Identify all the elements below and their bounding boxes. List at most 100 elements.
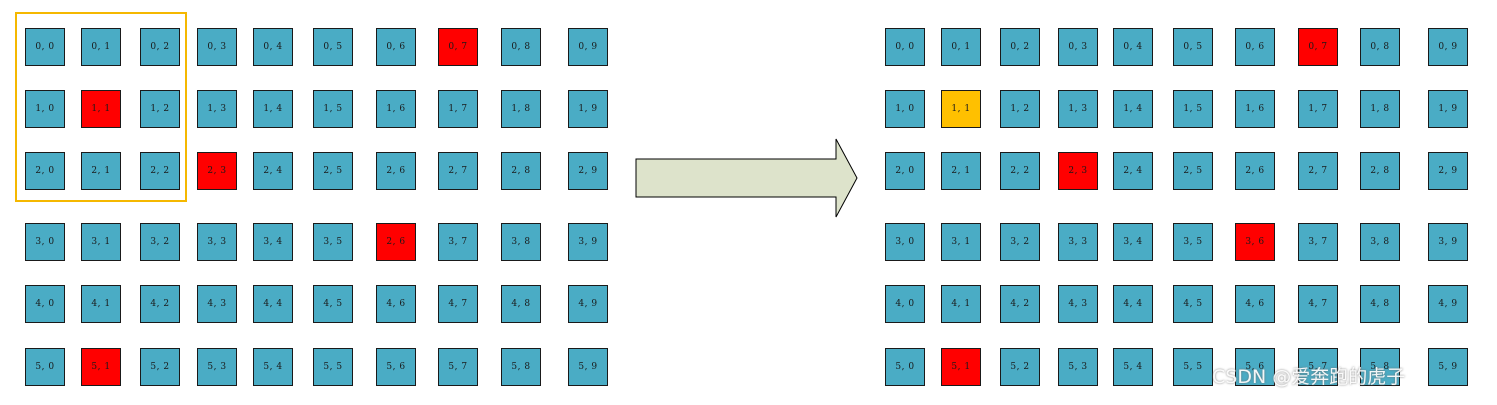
grid-cell-2-9: 2, 9 bbox=[568, 152, 608, 190]
grid-cell-1-5: 1, 5 bbox=[1173, 90, 1213, 128]
grid-cell-5-6: 5, 6 bbox=[376, 348, 416, 386]
grid-cell-2-8: 2, 8 bbox=[501, 152, 541, 190]
grid-cell-1-6: 1, 6 bbox=[376, 90, 416, 128]
grid-cell-0-4: 0, 4 bbox=[1113, 28, 1153, 66]
grid-cell-5-5: 5, 5 bbox=[313, 348, 353, 386]
grid-cell-5-4: 5, 4 bbox=[253, 348, 293, 386]
grid-cell-5-1: 5, 1 bbox=[941, 348, 981, 386]
grid-cell-3-3: 3, 3 bbox=[197, 223, 237, 261]
grid-cell-0-2: 0, 2 bbox=[1000, 28, 1040, 66]
grid-cell-3-0: 3, 0 bbox=[885, 223, 925, 261]
grid-cell-2-2: 2, 2 bbox=[140, 152, 180, 190]
grid-cell-1-4: 1, 4 bbox=[253, 90, 293, 128]
grid-cell-2-3: 2, 3 bbox=[197, 152, 237, 190]
grid-cell-0-8: 0, 8 bbox=[501, 28, 541, 66]
grid-cell-0-4: 0, 4 bbox=[253, 28, 293, 66]
grid-cell-2-2: 2, 2 bbox=[1000, 152, 1040, 190]
grid-cell-1-9: 1, 9 bbox=[1428, 90, 1468, 128]
grid-cell-2-0: 2, 0 bbox=[885, 152, 925, 190]
grid-cell-0-6: 0, 6 bbox=[376, 28, 416, 66]
grid-cell-0-0: 0, 0 bbox=[885, 28, 925, 66]
grid-cell-5-4: 5, 4 bbox=[1113, 348, 1153, 386]
grid-cell-0-1: 0, 1 bbox=[941, 28, 981, 66]
grid-cell-5-1: 5, 1 bbox=[81, 348, 121, 386]
watermark: CSDN @爱奔跑的虎子 bbox=[1212, 366, 1406, 388]
grid-cell-4-7: 4, 7 bbox=[1298, 285, 1338, 323]
grid-cell-4-2: 4, 2 bbox=[1000, 285, 1040, 323]
grid-cell-3-2: 3, 2 bbox=[1000, 223, 1040, 261]
grid-cell-1-5: 1, 5 bbox=[313, 90, 353, 128]
grid-cell-4-9: 4, 9 bbox=[1428, 285, 1468, 323]
grid-cell-0-3: 0, 3 bbox=[1058, 28, 1098, 66]
grid-cell-1-3: 1, 3 bbox=[1058, 90, 1098, 128]
grid-cell-2-5: 2, 5 bbox=[1173, 152, 1213, 190]
grid-cell-0-5: 0, 5 bbox=[313, 28, 353, 66]
grid-cell-4-8: 4, 8 bbox=[501, 285, 541, 323]
grid-cell-1-3: 1, 3 bbox=[197, 90, 237, 128]
grid-cell-3-9: 3, 9 bbox=[1428, 223, 1468, 261]
grid-cell-0-1: 0, 1 bbox=[81, 28, 121, 66]
grid-cell-5-0: 5, 0 bbox=[25, 348, 65, 386]
grid-cell-4-3: 4, 3 bbox=[197, 285, 237, 323]
grid-cell-2-7: 2, 7 bbox=[438, 152, 478, 190]
grid-cell-3-7: 3, 7 bbox=[438, 223, 478, 261]
grid-cell-5-7: 5, 7 bbox=[1298, 348, 1338, 386]
grid-cell-3-1: 3, 1 bbox=[81, 223, 121, 261]
grid-cell-1-6: 1, 6 bbox=[1235, 90, 1275, 128]
grid-cell-3-2: 3, 2 bbox=[140, 223, 180, 261]
grid-cell-1-8: 1, 8 bbox=[501, 90, 541, 128]
neighborhood-highlight-box bbox=[15, 12, 187, 202]
grid-cell-1-0: 1, 0 bbox=[885, 90, 925, 128]
grid-cell-5-7: 5, 7 bbox=[438, 348, 478, 386]
grid-cell-1-7: 1, 7 bbox=[1298, 90, 1338, 128]
grid-cell-5-9: 5, 9 bbox=[1428, 348, 1468, 386]
grid-cell-4-0: 4, 0 bbox=[25, 285, 65, 323]
grid-cell-5-5: 5, 5 bbox=[1173, 348, 1213, 386]
grid-cell-3-5: 3, 5 bbox=[1173, 223, 1213, 261]
grid-cell-4-6: 4, 6 bbox=[376, 285, 416, 323]
grid-cell-3-0: 3, 0 bbox=[25, 223, 65, 261]
grid-cell-3-1: 3, 1 bbox=[941, 223, 981, 261]
grid-cell-2-9: 2, 9 bbox=[1428, 152, 1468, 190]
grid-cell-0-7: 0, 7 bbox=[1298, 28, 1338, 66]
grid-cell-5-3: 5, 3 bbox=[1058, 348, 1098, 386]
grid-cell-1-2: 1, 2 bbox=[1000, 90, 1040, 128]
grid-cell-4-4: 4, 4 bbox=[253, 285, 293, 323]
grid-cell-4-6: 4, 6 bbox=[1235, 285, 1275, 323]
grid-cell-0-3: 0, 3 bbox=[197, 28, 237, 66]
grid-cell-1-9: 1, 9 bbox=[568, 90, 608, 128]
grid-cell-1-0: 1, 0 bbox=[25, 90, 65, 128]
grid-cell-3-7: 3, 7 bbox=[1298, 223, 1338, 261]
grid-cell-0-7: 0, 7 bbox=[438, 28, 478, 66]
grid-cell-4-1: 4, 1 bbox=[81, 285, 121, 323]
grid-cell-3-8: 3, 8 bbox=[1360, 223, 1400, 261]
grid-cell-4-3: 4, 3 bbox=[1058, 285, 1098, 323]
grid-cell-0-9: 0, 9 bbox=[568, 28, 608, 66]
grid-cell-4-2: 4, 2 bbox=[140, 285, 180, 323]
grid-cell-3-4: 3, 4 bbox=[1113, 223, 1153, 261]
grid-cell-1-8: 1, 8 bbox=[1360, 90, 1400, 128]
grid-cell-5-6: 5, 6 bbox=[1235, 348, 1275, 386]
grid-cell-3-6: 2, 6 bbox=[376, 223, 416, 261]
grid-cell-0-0: 0, 0 bbox=[25, 28, 65, 66]
grid-cell-0-8: 0, 8 bbox=[1360, 28, 1400, 66]
grid-cell-3-8: 3, 8 bbox=[501, 223, 541, 261]
grid-cell-1-1: 1, 1 bbox=[941, 90, 981, 128]
grid-cell-3-4: 3, 4 bbox=[253, 223, 293, 261]
grid-cell-1-7: 1, 7 bbox=[438, 90, 478, 128]
grid-cell-5-8: 5, 8 bbox=[501, 348, 541, 386]
grid-cell-4-8: 4, 8 bbox=[1360, 285, 1400, 323]
grid-cell-2-8: 2, 8 bbox=[1360, 152, 1400, 190]
grid-cell-2-1: 2, 1 bbox=[941, 152, 981, 190]
grid-cell-1-2: 1, 2 bbox=[140, 90, 180, 128]
grid-cell-5-8: 5, 8 bbox=[1360, 348, 1400, 386]
grid-cell-3-3: 3, 3 bbox=[1058, 223, 1098, 261]
grid-cell-0-6: 0, 6 bbox=[1235, 28, 1275, 66]
grid-cell-3-9: 3, 9 bbox=[568, 223, 608, 261]
grid-cell-2-6: 2, 6 bbox=[376, 152, 416, 190]
grid-cell-5-2: 5, 2 bbox=[140, 348, 180, 386]
grid-cell-3-6: 3, 6 bbox=[1235, 223, 1275, 261]
grid-cell-2-4: 2, 4 bbox=[1113, 152, 1153, 190]
grid-cell-2-6: 2, 6 bbox=[1235, 152, 1275, 190]
grid-cell-4-1: 4, 1 bbox=[941, 285, 981, 323]
